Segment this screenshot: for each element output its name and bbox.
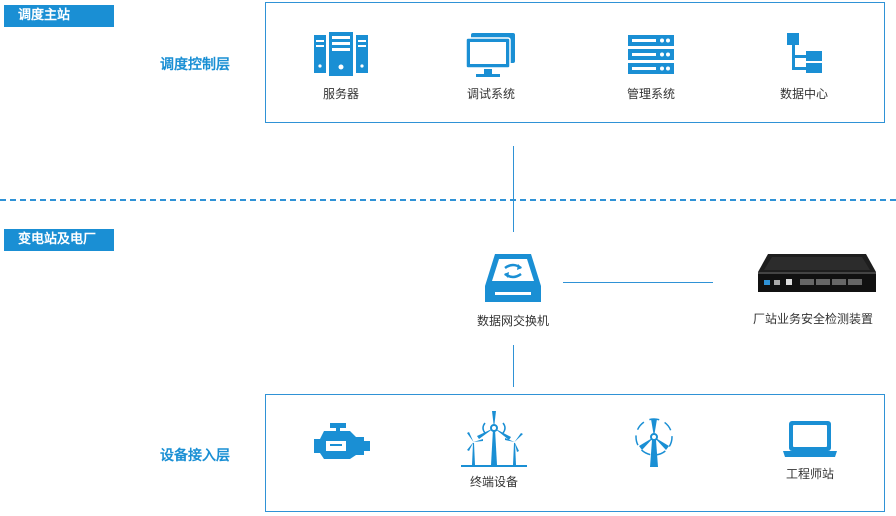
control-item-server[interactable]: 服务器 — [281, 31, 401, 102]
monitor-icon — [465, 33, 515, 77]
data-tree-icon — [787, 33, 822, 73]
section-tag-master-station: 调度主站 — [4, 5, 114, 27]
terminal-item-engineer-station[interactable]: 工程师站 — [750, 419, 870, 482]
control-item-management-system[interactable]: 管理系统 — [591, 31, 711, 102]
security-detection-device[interactable]: 厂站业务安全检测装置 — [733, 248, 893, 327]
wind-turbine-icon — [635, 418, 673, 467]
control-item-label: 数据中心 — [779, 87, 828, 101]
terminal-item-label: 工程师站 — [785, 467, 834, 481]
layer-label-control: 调度控制层 — [160, 57, 230, 73]
terminal-item-wind-turbine[interactable] — [594, 415, 714, 469]
section-divider — [0, 199, 896, 201]
laptop-icon — [783, 421, 837, 457]
terminal-item-engine[interactable] — [281, 417, 401, 465]
security-detection-device-label: 厂站业务安全检测装置 — [752, 312, 873, 326]
control-item-debug-system[interactable]: 调试系统 — [431, 31, 551, 102]
connector-horizontal — [563, 282, 713, 283]
control-item-label: 服务器 — [322, 87, 359, 101]
device-access-layer-box: 终端设备 工程师站 — [265, 394, 885, 512]
engine-icon — [314, 423, 370, 459]
layer-label-device-access: 设备接入层 — [160, 448, 230, 464]
rack-icon — [628, 35, 674, 74]
network-switch[interactable]: 数据网交换机 — [453, 250, 573, 329]
server-icon — [314, 32, 368, 76]
connector-top — [513, 146, 514, 232]
control-item-label: 调试系统 — [466, 87, 515, 101]
wind-turbines-icon — [461, 411, 527, 467]
terminal-item-terminal-equipment[interactable]: 终端设备 — [434, 409, 554, 490]
control-layer-box: 服务器 调试系统 管理系统 — [265, 2, 885, 123]
network-switch-label: 数据网交换机 — [476, 314, 549, 328]
section-tag-substation: 变电站及电厂 — [4, 229, 114, 251]
security-appliance-icon — [758, 254, 876, 292]
control-item-label: 管理系统 — [626, 87, 675, 101]
connector-bottom — [513, 345, 514, 387]
network-switch-icon — [485, 254, 541, 302]
terminal-item-label: 终端设备 — [469, 475, 518, 489]
control-item-data-center[interactable]: 数据中心 — [744, 31, 864, 102]
